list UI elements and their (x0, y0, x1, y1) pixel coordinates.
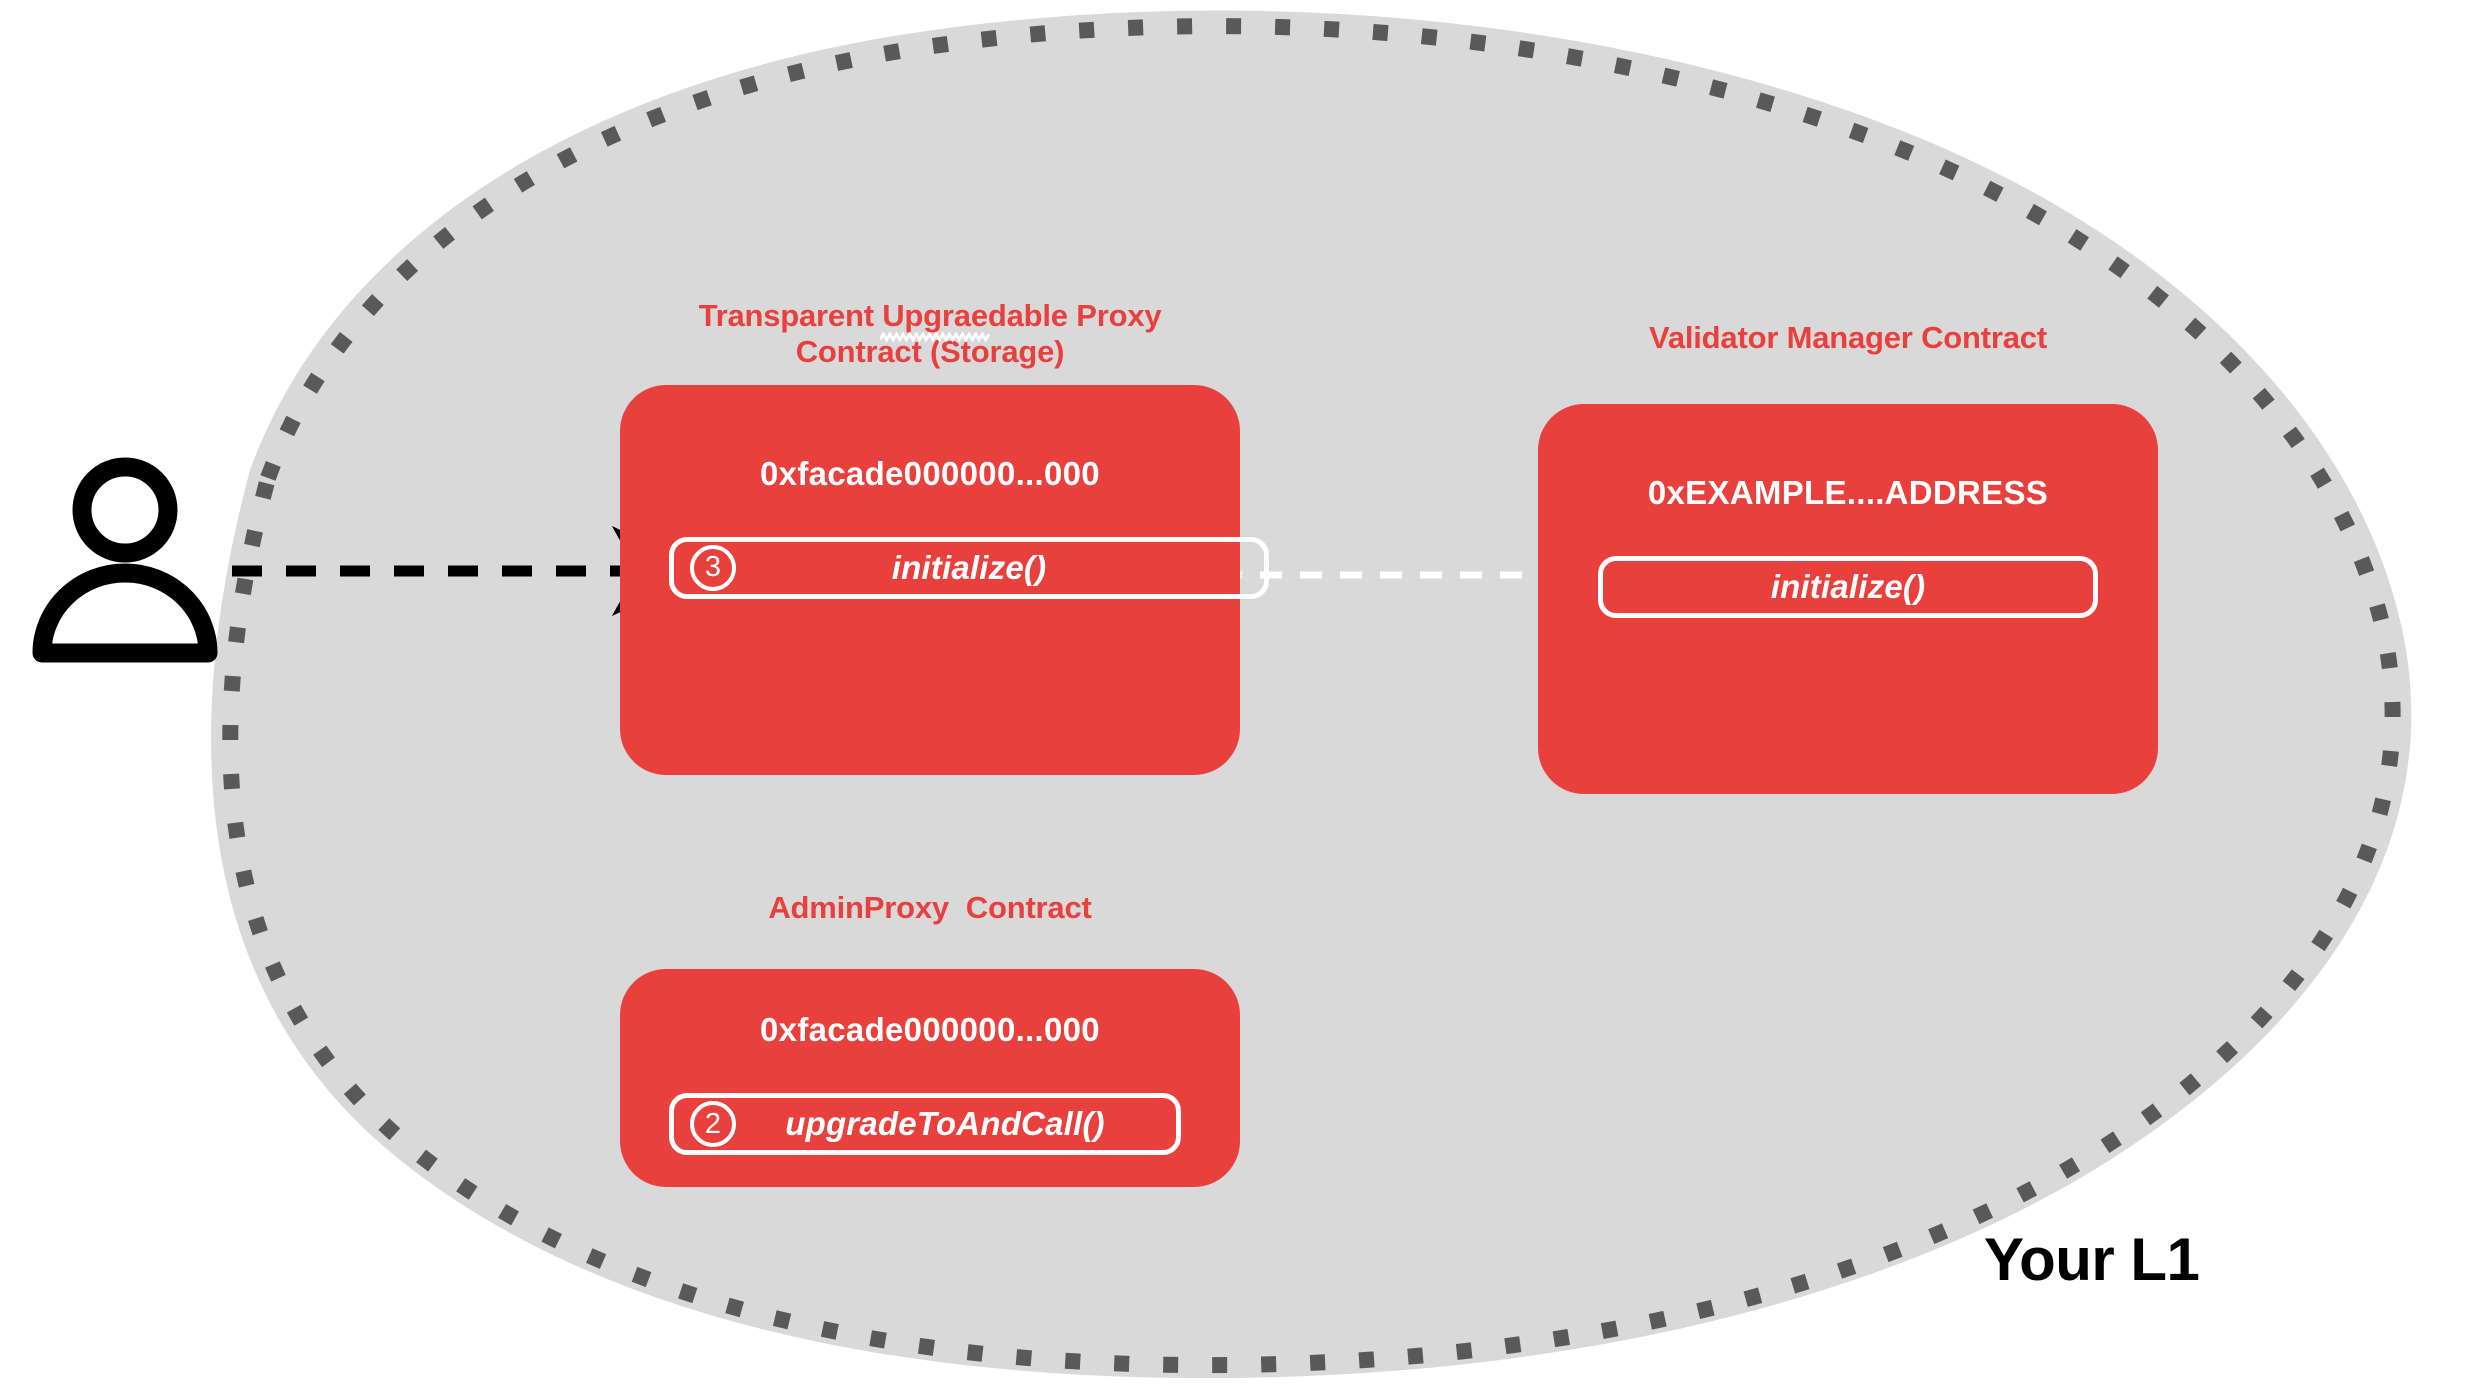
contract-box[interactable]: 0xfacade000000...000 2 upgradeToAndCall(… (620, 969, 1240, 1188)
misspelled-word-text: Upgraedable (882, 298, 1068, 333)
contract-address: 0xfacade000000...000 (760, 454, 1100, 492)
step-badge: 2 (690, 1101, 736, 1148)
function-label: initialize() (891, 548, 1047, 586)
contract-title: Validator Manager Contract (1649, 320, 2047, 355)
contract-title-post: Proxy (1067, 298, 1162, 333)
contract-validator-manager: Validator Manager Contract 0xEXAMPLE....… (1538, 320, 2158, 795)
function-pill-initialize[interactable]: initialize() (1598, 556, 2098, 619)
function-label: upgradeToAndCall() (785, 1105, 1105, 1143)
contract-address: 0xfacade000000...000 (760, 1011, 1100, 1049)
blob-dotted-border (222, 18, 2401, 1374)
contract-title: AdminProxy Contract (768, 890, 1092, 925)
function-label: initialize() (1770, 568, 1926, 606)
contract-address: 0xEXAMPLE....ADDRESS (1647, 474, 2049, 512)
region-label: Your L1 (1984, 1226, 2200, 1293)
contract-box[interactable]: 0xfacade000000...000 3 initialize() (620, 384, 1269, 775)
person-icon (32, 457, 218, 663)
contract-title-pre: Transparent (698, 298, 883, 333)
spellcheck-squiggle-icon (880, 332, 991, 343)
function-pill-upgrade-to-and-call[interactable]: 2 upgradeToAndCall() (669, 1093, 1181, 1156)
function-pill-initialize[interactable]: 3 initialize() (669, 536, 1269, 599)
contract-admin-proxy: AdminProxy Contract 0xfacade000000...000… (620, 890, 1240, 1188)
contract-box[interactable]: 0xEXAMPLE....ADDRESS initialize() (1538, 404, 2158, 795)
misspelled-word: Upgraedable (880, 298, 1068, 343)
step-badge: 3 (690, 544, 736, 591)
